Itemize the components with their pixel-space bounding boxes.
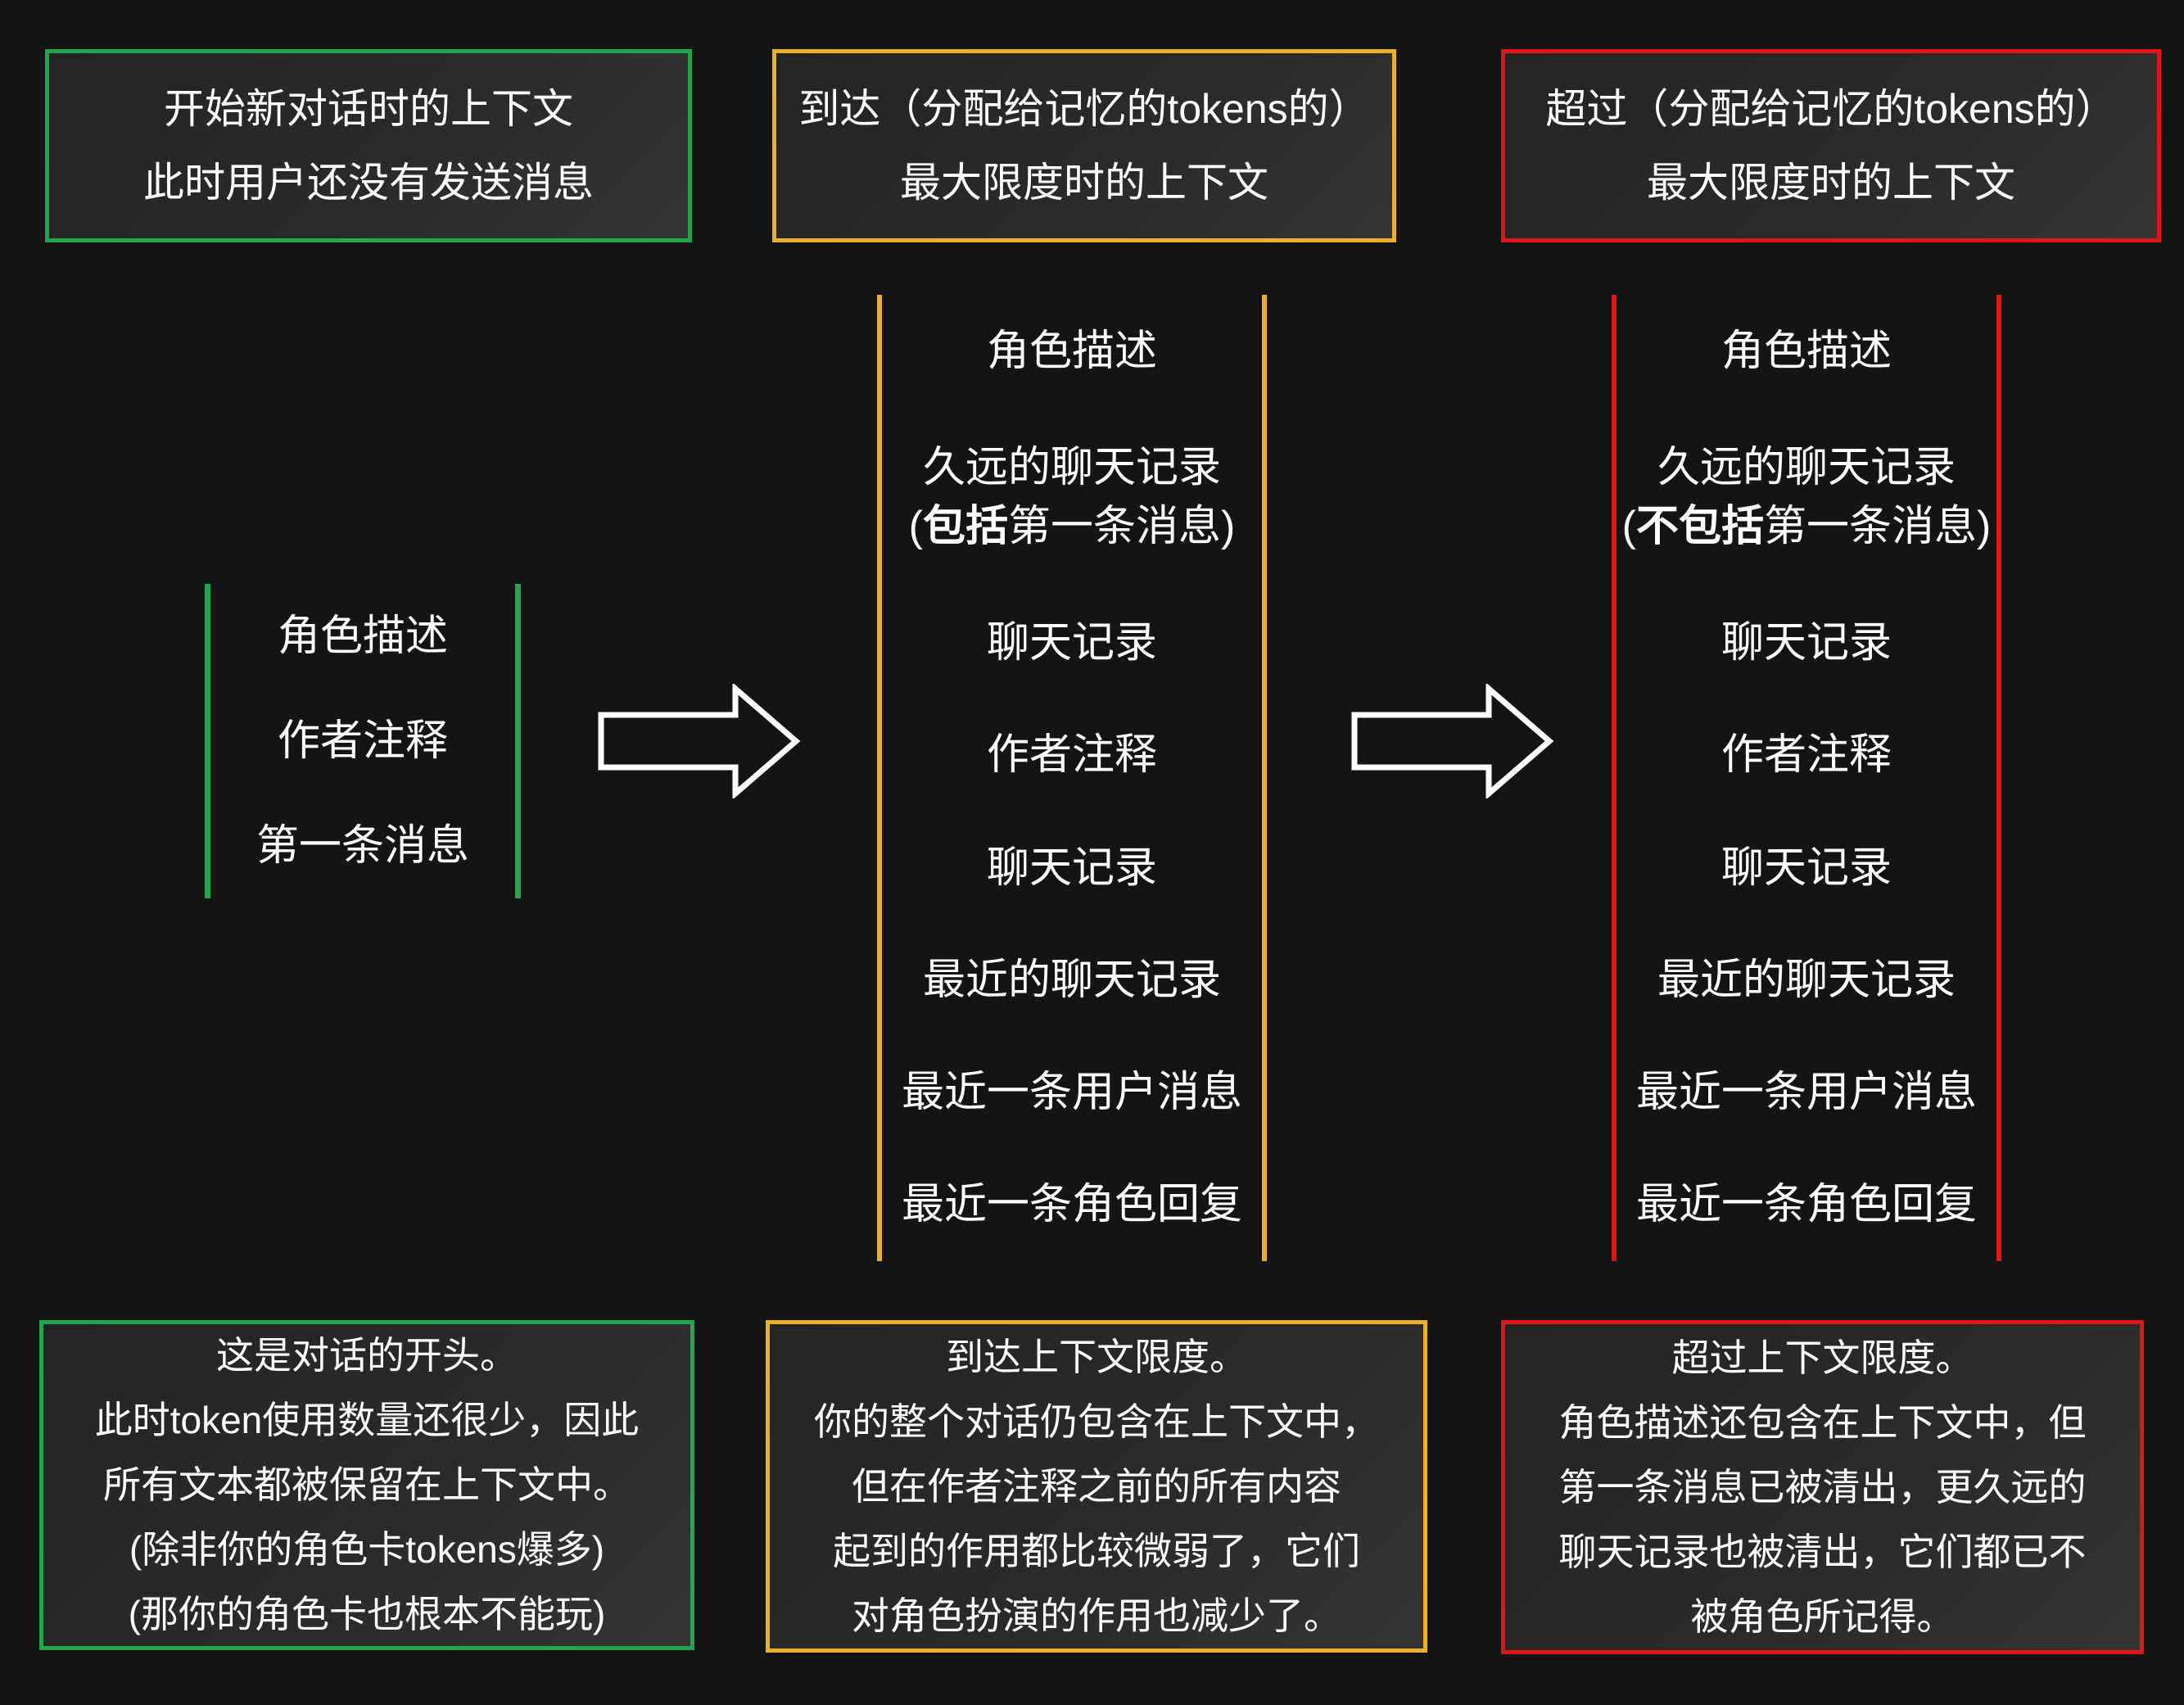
list-rule-right-red [1996,295,2001,1261]
note-line: 你的整个对话仍包含在上下文中， [814,1400,1379,1443]
note-line: 对角色扮演的作用也减少了。 [852,1594,1341,1637]
note-box-new-chat: 这是对话的开头。 此时token使用数量还很少，因此 所有文本都被保留在上下文中… [39,1320,694,1650]
title-line: 到达（分配给记忆的tokens的） [798,86,1370,132]
arrow-right-icon [598,684,801,798]
note-box-reached-limit: 到达上下文限度。 你的整个对话仍包含在上下文中， 但在作者注释之前的所有内容 起… [766,1320,1427,1653]
list-item: 最近的聊天记录 [1657,956,1956,1004]
title-box-new-chat: 开始新对话时的上下文 此时用户还没有发送消息 [45,49,692,242]
note-line: 第一条消息已被清出，更久远的 [1558,1465,2087,1508]
title-line: 此时用户还没有发送消息 [143,160,594,206]
list-item-line: (不包括第一条消息) [1622,497,1992,556]
list-item: 聊天记录 [986,619,1157,667]
note-line: 被角色所记得。 [1690,1594,1955,1638]
list-item: 聊天记录 [986,843,1157,892]
note-line: 超过上下文限度。 [1671,1336,1974,1379]
note-line: 角色描述还包含在上下文中，但 [1558,1400,2087,1444]
emphasis: 不包括 [1635,502,1764,550]
list-item: 久远的聊天记录 (不包括第一条消息) [1622,438,1992,556]
note-box-exceeded-limit: 超过上下文限度。 角色描述还包含在上下文中，但 第一条消息已被清出，更久远的 聊… [1501,1320,2144,1654]
context-list-reached-limit: 角色描述 久远的聊天记录 (包括第一条消息) 聊天记录 作者注释 聊天记录 最近… [884,295,1259,1261]
list-rule-left-green [205,584,210,898]
rest: 第一条消息) [1764,502,1992,550]
note-line: 所有文本都被保留在上下文中。 [103,1463,631,1506]
list-item: 第一条消息 [255,822,469,870]
title-box-reached-limit: 到达（分配给记忆的tokens的） 最大限度时的上下文 [772,49,1396,242]
context-list-exceeded-limit: 角色描述 久远的聊天记录 (不包括第一条消息) 聊天记录 作者注释 聊天记录 最… [1619,295,1994,1261]
title-line: 超过（分配给记忆的tokens的） [1545,86,2117,132]
list-item: 最近一条用户消息 [1635,1069,1977,1117]
note-line: (那你的角色卡也根本不能玩) [128,1593,606,1635]
list-item-line: (包括第一条消息) [909,497,1236,556]
list-item-line: 久远的聊天记录 [922,443,1221,491]
list-item: 角色描述 [1721,327,1892,375]
rest: 第一条消息) [1008,502,1236,550]
list-item: 作者注释 [277,717,448,765]
list-rule-left-red [1612,295,1617,1261]
emphasis: 包括 [922,502,1008,550]
list-rule-right-green [515,584,521,898]
note-line: 聊天记录也被清出，它们都已不 [1558,1530,2087,1573]
note-line: 到达上下文限度。 [946,1335,1247,1378]
list-rule-right-yellow [1262,295,1267,1261]
note-line: (除非你的角色卡tokens爆多) [129,1528,605,1571]
list-item: 作者注释 [986,731,1157,780]
note-line: 这是对话的开头。 [216,1334,518,1377]
title-line: 最大限度时的上下文 [900,160,1268,206]
list-item: 最近的聊天记录 [922,956,1221,1004]
list-item: 作者注释 [1721,731,1892,780]
list-item: 聊天记录 [1721,843,1892,892]
list-item: 最近一条角色回复 [1635,1181,1977,1229]
title-line: 最大限度时的上下文 [1647,160,2015,206]
list-item: 最近一条角色回复 [901,1181,1242,1229]
list-rule-left-yellow [877,295,882,1261]
list-item: 角色描述 [277,613,448,660]
arrow-right-icon [1351,684,1554,798]
note-line: 起到的作用都比较微弱了，它们 [833,1529,1360,1572]
title-line: 开始新对话时的上下文 [164,86,573,132]
paren: ( [908,502,923,550]
paren: ( [1621,502,1636,550]
list-item: 久远的聊天记录 (包括第一条消息) [909,438,1236,556]
list-item: 最近一条用户消息 [901,1069,1242,1117]
title-box-exceeded-limit: 超过（分配给记忆的tokens的） 最大限度时的上下文 [1501,49,2161,242]
note-line: 但在作者注释之前的所有内容 [852,1464,1341,1508]
note-line: 此时token使用数量还很少，因此 [94,1399,640,1441]
list-item: 角色描述 [986,327,1157,375]
list-item: 聊天记录 [1721,619,1892,667]
list-item-line: 久远的聊天记录 [1657,443,1956,491]
context-list-new-chat: 角色描述 作者注释 第一条消息 [213,584,513,898]
